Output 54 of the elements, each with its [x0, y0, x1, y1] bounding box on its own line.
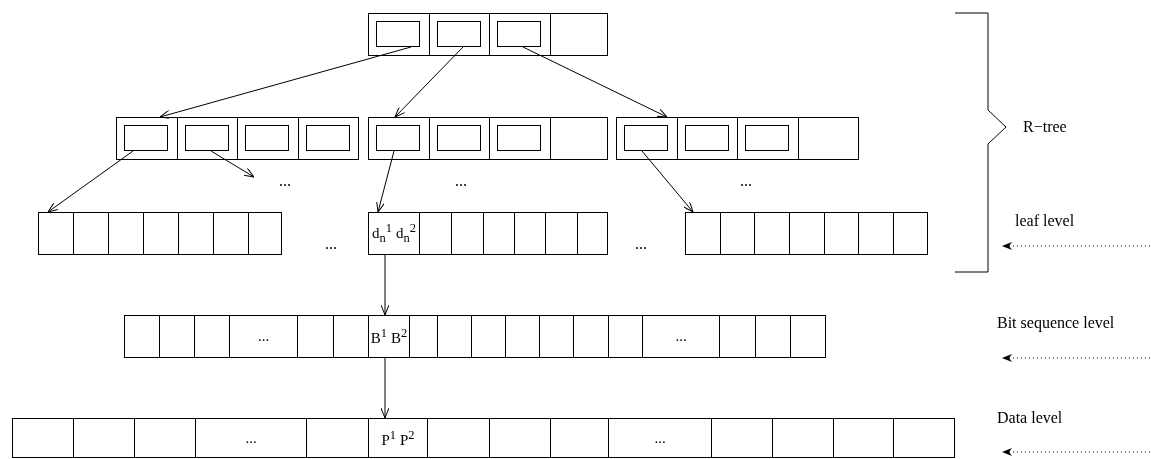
cell-text: ... [245, 429, 257, 447]
entry-rectangle [376, 125, 420, 151]
entry-rectangle [245, 125, 289, 151]
entry-rectangle [745, 125, 789, 151]
cell-text: ... [257, 328, 270, 345]
ellipsis: ... [279, 172, 291, 190]
arrow [641, 150, 694, 213]
arrow [522, 46, 668, 118]
entry-rectangle [497, 125, 541, 151]
level-label: Bit sequence level [997, 314, 1115, 332]
arrow [376, 150, 395, 213]
ellipsis: ... [635, 235, 647, 253]
node-array [685, 212, 928, 255]
entry-rectangle [185, 125, 229, 151]
node-array [38, 212, 282, 255]
array-cell [195, 418, 307, 458]
ellipsis: ... [740, 172, 752, 190]
ellipsis: ... [325, 235, 337, 253]
arrow [47, 150, 134, 213]
cell-text: B$^{2}$ [391, 326, 408, 347]
cell-text: ... [675, 328, 687, 345]
level-label: Data level [997, 409, 1063, 427]
cell-text: P$^{1}$ [381, 427, 396, 449]
array-cell [368, 315, 410, 358]
entry-rectangle [437, 21, 481, 47]
arrow [380, 254, 390, 316]
array-cell [608, 418, 712, 458]
node-array [116, 117, 359, 160]
arrow [380, 357, 390, 419]
array-cell [229, 315, 298, 358]
cell-text: ... [654, 429, 666, 447]
node-array [368, 13, 608, 56]
entry-rectangle [437, 125, 481, 151]
level-label: leaf level [1015, 212, 1075, 230]
entry-rectangle [685, 125, 729, 151]
entry-rectangle [124, 125, 168, 151]
level-label: R−tree [1023, 118, 1067, 136]
cell-text: P$^{2}$ [400, 427, 415, 449]
node-array [616, 117, 859, 160]
array-cell [368, 418, 428, 458]
entry-rectangle [306, 125, 350, 151]
arrow [210, 150, 255, 178]
entry-rectangle [497, 21, 541, 47]
arrow [159, 46, 412, 119]
arrow [394, 46, 464, 118]
array-cell [642, 315, 720, 358]
node-array [12, 418, 955, 458]
node-array [124, 315, 826, 358]
node-array [368, 212, 608, 255]
ellipsis: ... [455, 172, 467, 190]
cell-text: B$^{1}$ [370, 326, 387, 347]
entry-rectangle [376, 21, 420, 47]
node-array [368, 117, 608, 160]
entry-rectangle [624, 125, 668, 151]
